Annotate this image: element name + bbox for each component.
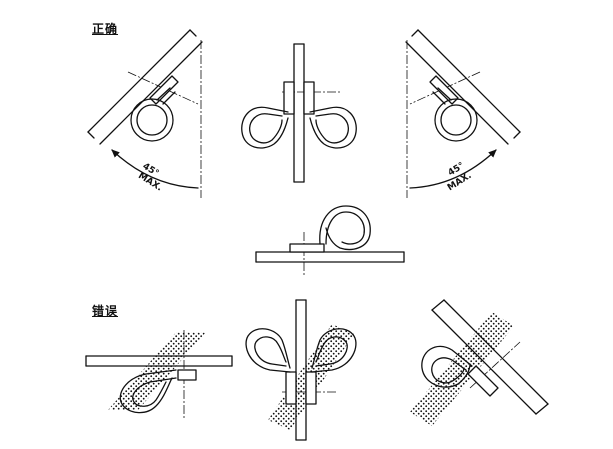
correct-figure-middle (241, 43, 357, 183)
correct-figure-bottom (255, 205, 405, 276)
incorrect-figure-middle (245, 299, 357, 441)
heading-incorrect: 错误 (92, 304, 119, 318)
incorrect-figure-left (85, 330, 233, 420)
heading-correct: 正确 (92, 22, 119, 36)
correct-figure-right: 45° MAX. (405, 29, 521, 198)
correct-figure-left: 45° MAX. (87, 29, 203, 198)
incorrect-figure-right (410, 299, 549, 426)
